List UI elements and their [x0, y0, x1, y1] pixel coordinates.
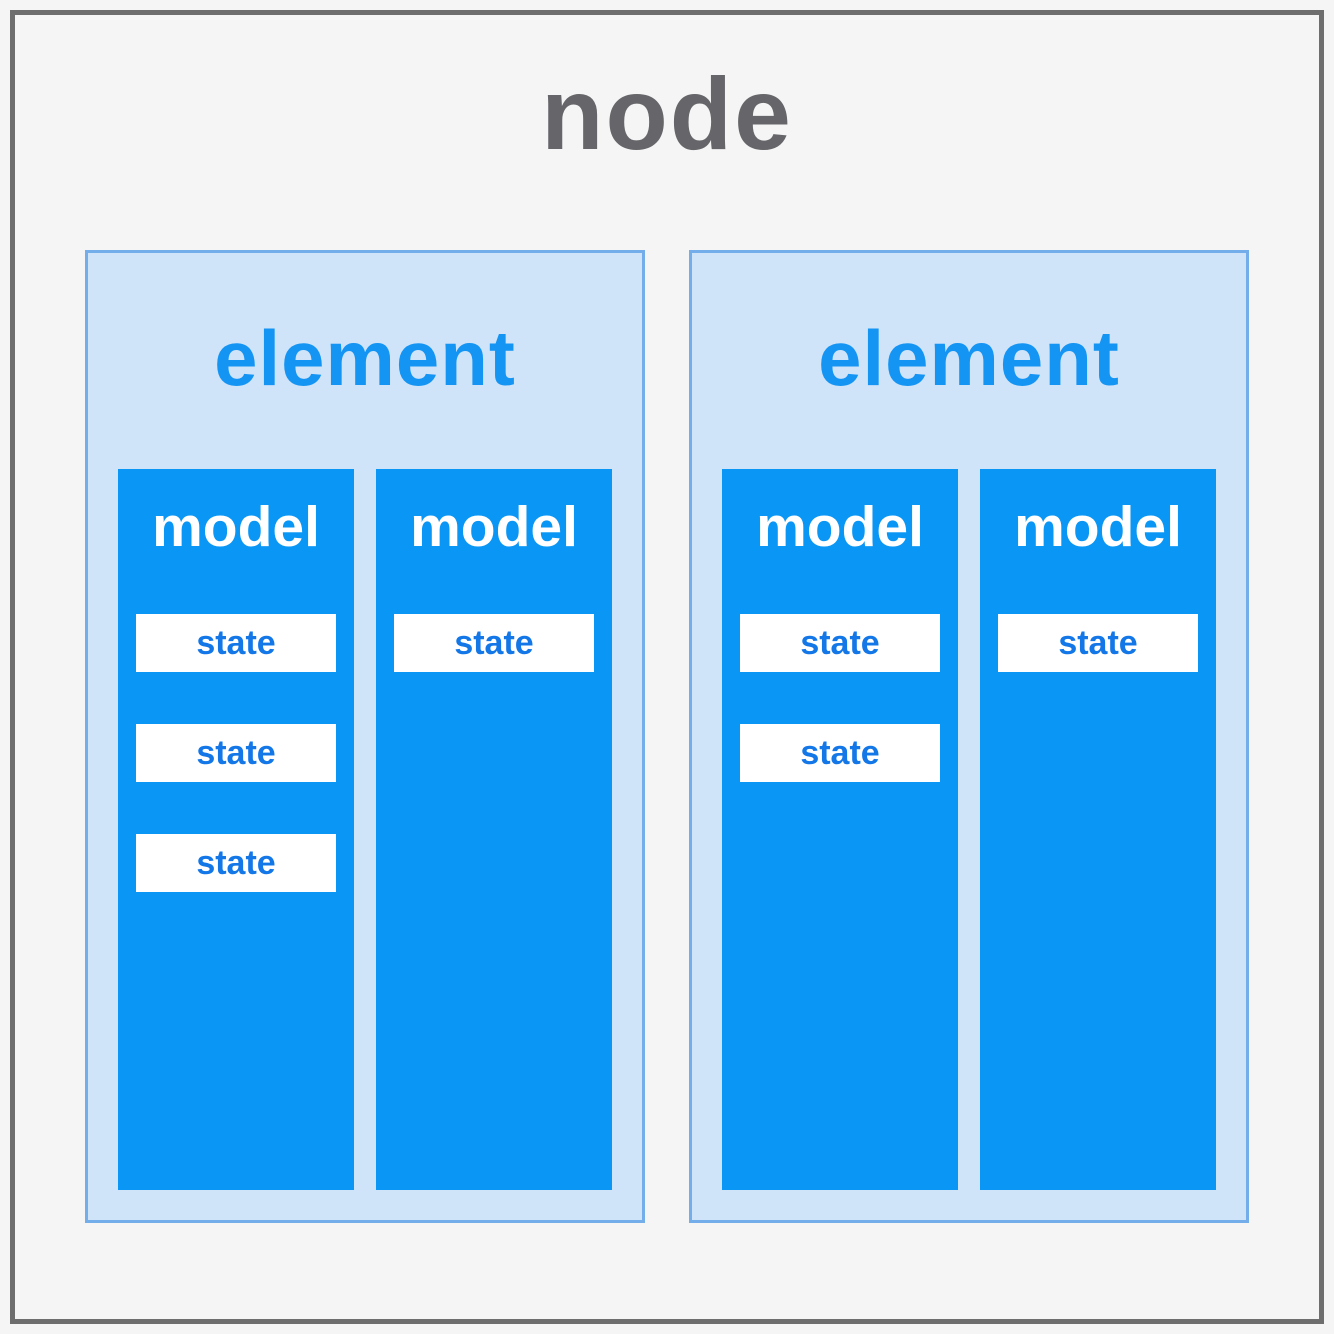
element-label: element — [818, 314, 1120, 402]
models-row: model state state state model state — [88, 469, 642, 1220]
node-box: node element model state state state mod… — [10, 10, 1324, 1324]
model-label: model — [152, 495, 320, 559]
state-box: state — [739, 614, 941, 672]
states-column: state state — [739, 614, 941, 782]
state-box: state — [135, 834, 337, 892]
element-label: element — [214, 314, 516, 402]
model-box-1: model state state state — [118, 469, 354, 1190]
models-row: model state state model state — [692, 469, 1246, 1220]
state-box: state — [135, 614, 337, 672]
element-box-2: element model state state model state — [689, 250, 1249, 1223]
model-label: model — [1014, 495, 1182, 559]
state-box: state — [135, 724, 337, 782]
states-column: state — [393, 614, 595, 672]
elements-row: element model state state state model s — [85, 250, 1249, 1223]
model-label: model — [756, 495, 924, 559]
element-box-1: element model state state state model s — [85, 250, 645, 1223]
model-box-2: model state — [376, 469, 612, 1190]
states-column: state state state — [135, 614, 337, 892]
states-column: state — [997, 614, 1199, 672]
state-box: state — [997, 614, 1199, 672]
model-box-4: model state — [980, 469, 1216, 1190]
state-box: state — [393, 614, 595, 672]
model-box-3: model state state — [722, 469, 958, 1190]
state-box: state — [739, 724, 941, 782]
model-label: model — [410, 495, 578, 559]
node-label: node — [541, 57, 793, 171]
